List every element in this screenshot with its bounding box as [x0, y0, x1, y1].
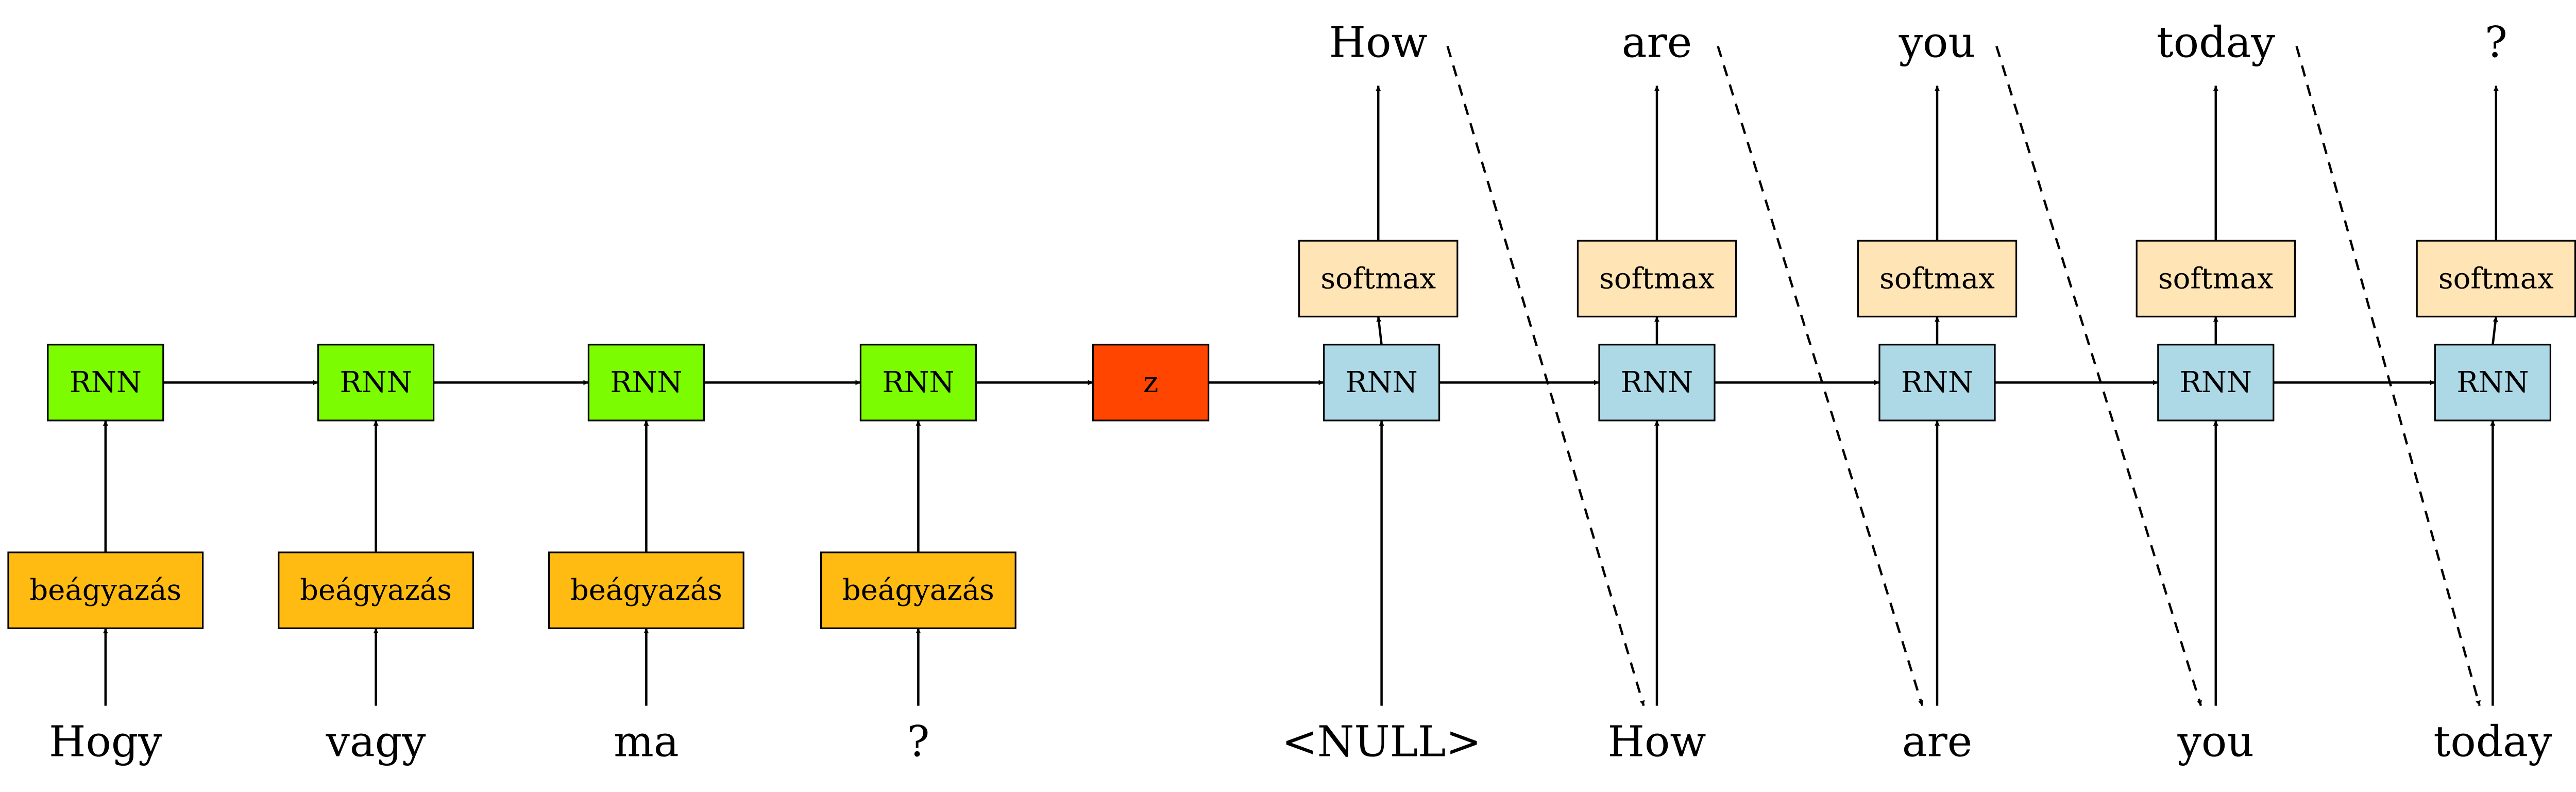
decoder-rnn-node: RNN [2157, 344, 2275, 422]
encoder-rnn-node: RNN [587, 344, 705, 422]
softmax-label: softmax [1320, 262, 1436, 295]
embedding-node: beágyazás [278, 551, 474, 629]
rnn-label: RNN [2180, 366, 2252, 399]
decoder-output-word: ? [2485, 19, 2507, 68]
encoder-rnn-box [317, 344, 435, 422]
encoder-input-word: Hogy [49, 718, 162, 767]
softmax-node: softmax [2416, 240, 2576, 318]
latent-z-label: z [1143, 366, 1159, 399]
decoder-rnn-box [1323, 344, 1440, 422]
embedding-node: beágyazás [548, 551, 744, 629]
edge-feedback-dashed [1717, 45, 1924, 706]
encoder-rnn-box [587, 344, 705, 422]
decoder-input-word: How [1607, 718, 1706, 767]
embedding-box [7, 551, 204, 629]
softmax-node: softmax [1577, 240, 1737, 318]
softmax-label: softmax [2438, 262, 2554, 295]
embedding-label: beágyazás [842, 574, 994, 607]
softmax-node: softmax [1298, 240, 1459, 318]
encoder-input-word: vagy [326, 718, 427, 767]
rnn-label: RNN [70, 366, 142, 399]
encoder-input-word: ? [907, 718, 929, 767]
rnn-label: RNN [340, 366, 412, 399]
decoder-rnn-node: RNN [1323, 344, 1440, 422]
softmax-node: softmax [2136, 240, 2296, 318]
rnn-label: RNN [1621, 366, 1693, 399]
softmax-node: softmax [1857, 240, 2018, 318]
embedding-label: beágyazás [29, 574, 181, 607]
softmax-label: softmax [2158, 262, 2274, 295]
decoder-output-word: How [1329, 19, 1428, 68]
decoder-rnn-box [2434, 344, 2551, 422]
softmax-label: softmax [1879, 262, 1995, 295]
embedding-box [820, 551, 1016, 629]
latent-z-box [1092, 344, 1210, 422]
decoder-output-word: today [2157, 19, 2276, 68]
encoder-rnn-node: RNN [47, 344, 164, 422]
softmax-box [2416, 240, 2576, 318]
softmax-label: softmax [1599, 262, 1715, 295]
embedding-box [278, 551, 474, 629]
rnn-label: RNN [1346, 366, 1418, 399]
encoder-rnn-box [859, 344, 977, 422]
latent-z-node: z [1092, 344, 1210, 422]
embedding-label: beágyazás [300, 574, 452, 607]
embedding-label: beágyazás [570, 574, 722, 607]
embedding-node: beágyazás [820, 551, 1016, 629]
embedding-box [548, 551, 744, 629]
encoder: RNN RNN RNN RNN beágyazás beágyazás beág… [7, 344, 1016, 767]
edge-feedback-dashed [2295, 45, 2481, 706]
rnn-label: RNN [2456, 366, 2529, 399]
encoder-rnn-box [47, 344, 164, 422]
rnn-label: RNN [1901, 366, 1973, 399]
edge-feedback-dashed [1995, 45, 2202, 706]
edges [103, 45, 2499, 706]
decoder-output-word: are [1622, 19, 1692, 68]
encoder-rnn-node: RNN [859, 344, 977, 422]
decoder-input-word: <NULL> [1282, 718, 1481, 767]
softmax-box [1577, 240, 1737, 318]
rnn-label: RNN [610, 366, 682, 399]
decoder-input-word: are [1902, 718, 1973, 767]
decoder-rnn-node: RNN [2434, 344, 2551, 422]
decoder-input-word: you [2177, 718, 2255, 767]
encoder-rnn-node: RNN [317, 344, 435, 422]
decoder-rnn-node: RNN [1598, 344, 1716, 422]
edge-rnn-to-softmax [1376, 316, 1383, 345]
decoder-rnn-node: RNN [1878, 344, 1996, 422]
edge-feedback-dashed [1446, 45, 1645, 706]
softmax-box [2136, 240, 2296, 318]
decoder: RNN RNN RNN RNN RNN softmax softmax [1282, 19, 2576, 767]
softmax-box [1298, 240, 1459, 318]
edge-rnn-to-softmax [2492, 316, 2498, 345]
embedding-node: beágyazás [7, 551, 204, 629]
decoder-rnn-box [2157, 344, 2275, 422]
rnn-label: RNN [882, 366, 954, 399]
decoder-input-word: today [2433, 718, 2552, 767]
decoder-output-word: you [1899, 19, 1976, 68]
decoder-rnn-box [1878, 344, 1996, 422]
softmax-box [1857, 240, 2018, 318]
decoder-rnn-box [1598, 344, 1716, 422]
encoder-input-word: ma [614, 718, 679, 767]
